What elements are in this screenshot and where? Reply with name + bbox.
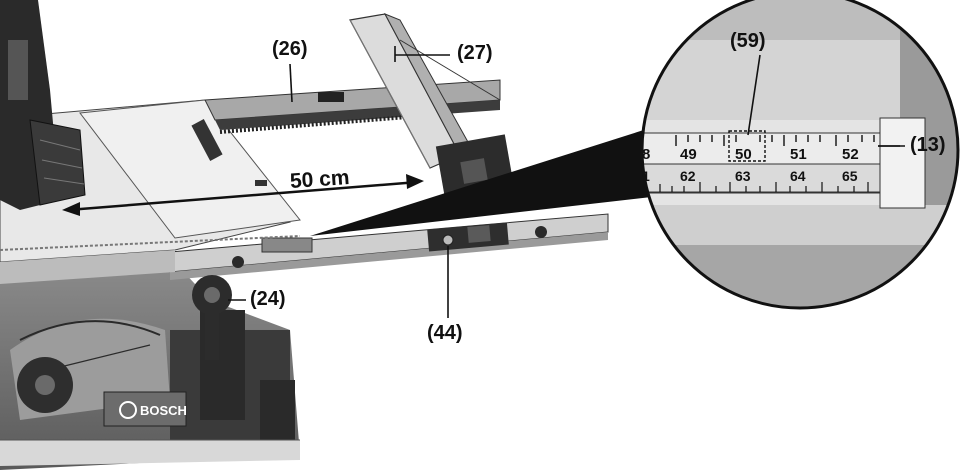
callout-59: (59): [730, 30, 766, 52]
callout-26: (26): [272, 38, 308, 60]
callout-24: (24): [250, 288, 286, 310]
brand-text: BOSCH: [140, 403, 187, 418]
ruler-lower-ticks: [659, 182, 869, 192]
scale-upper-3: 51: [790, 146, 807, 163]
scale-lower-0: 1: [642, 168, 650, 184]
callout-27: (27): [457, 42, 493, 64]
front-rail: [169, 213, 609, 280]
scale-lower-1: 62: [680, 168, 696, 184]
dimension-arrow: [62, 174, 424, 216]
scale-lower-2: 63: [735, 168, 751, 184]
scale-upper-4: 52: [842, 146, 859, 163]
scale-lower-3: 64: [790, 168, 806, 184]
ruler-ticks: [675, 135, 875, 146]
dimension-label: 50 cm: [289, 165, 351, 194]
adjustment-knob: [192, 275, 232, 360]
callout-44: (44): [427, 322, 463, 344]
zoom-wedge: [310, 128, 660, 236]
saw-base: [0, 268, 300, 470]
scale-upper-1: 49: [680, 146, 697, 163]
leader-lines: [228, 46, 905, 318]
callout-13: (13): [910, 134, 946, 156]
zoom-detail: 8 49 50 51 52 1 62 63 64 65: [642, 0, 958, 308]
scale-lower-4: 65: [842, 168, 858, 184]
brand-plate: [103, 391, 187, 427]
saw-motor-housing: [0, 0, 86, 210]
scale-upper-2: 50: [735, 146, 752, 163]
scale-upper-0: 8: [642, 146, 650, 163]
zoom-border: [640, 0, 960, 310]
